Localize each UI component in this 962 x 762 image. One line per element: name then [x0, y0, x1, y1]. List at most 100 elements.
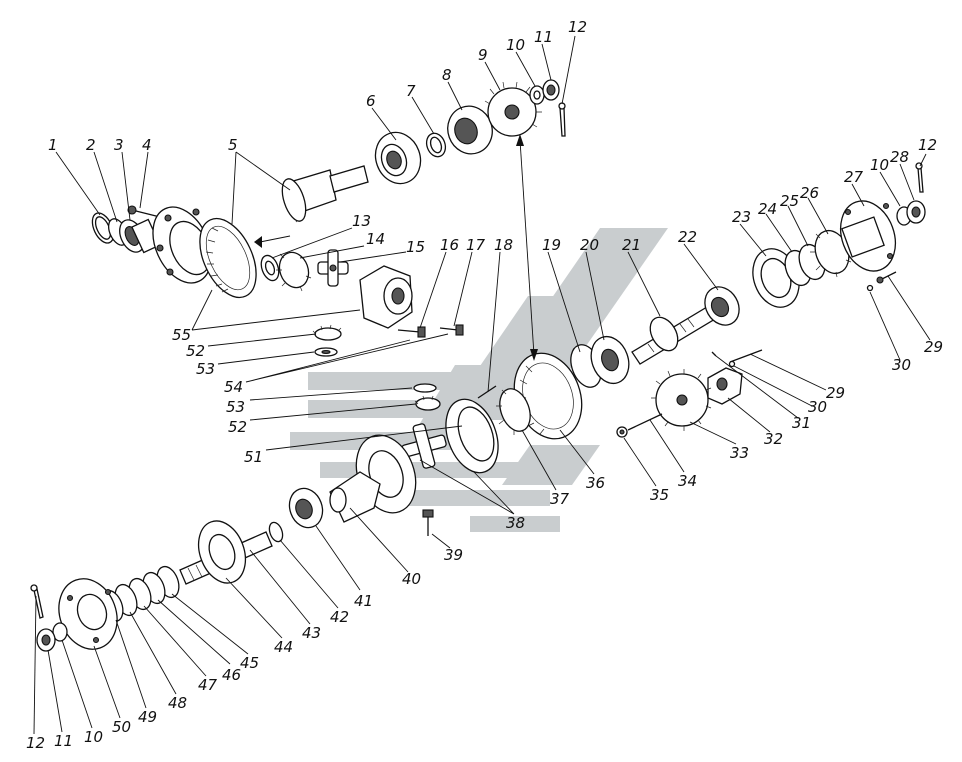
coupling-ring-51: [445, 398, 499, 474]
label-26: 26: [800, 184, 819, 202]
bearing-8: [447, 105, 493, 155]
bearing-6: [374, 131, 422, 185]
washer-53-bottom: [413, 383, 437, 393]
cotter-pin-12-bottom: [30, 584, 44, 619]
label-30-mid: 30: [808, 398, 827, 416]
label-53-top: 53: [196, 360, 215, 378]
washer-53-top: [314, 347, 338, 357]
label-35: 35: [650, 486, 669, 504]
label-30-right: 30: [892, 356, 911, 374]
bolt-4: [127, 205, 161, 218]
label-38: 38: [506, 514, 525, 532]
label-40: 40: [402, 570, 421, 588]
seal-ring-42: [268, 521, 284, 543]
label-19: 19: [542, 236, 561, 254]
label-27: 27: [844, 168, 864, 186]
differential-case-flange: [152, 206, 212, 284]
label-18: 18: [494, 236, 513, 254]
label-49: 49: [138, 708, 157, 726]
nut-11-bottom: [36, 628, 56, 652]
label-20: 20: [580, 236, 599, 254]
label-43: 43: [302, 624, 321, 642]
label-25: 25: [780, 192, 799, 210]
cotter-pin-12-top: [558, 102, 566, 137]
label-6: 6: [366, 92, 376, 110]
label-46: 46: [222, 666, 241, 684]
pin-31: [711, 351, 717, 357]
label-12-top: 12: [568, 18, 587, 36]
gear-26: [810, 229, 852, 278]
differential-group: [91, 79, 566, 411]
label-9: 9: [478, 46, 488, 64]
label-1: 1: [48, 136, 58, 154]
label-33: 33: [730, 444, 749, 462]
label-52-top: 52: [186, 342, 205, 360]
gear-9: [484, 81, 542, 137]
label-12-bottom: 12: [26, 734, 45, 752]
bolt-16: [397, 326, 426, 338]
washer-10-top: [529, 85, 545, 105]
spider-15: [317, 249, 349, 287]
label-31: 31: [792, 414, 811, 432]
nut-11-top: [542, 79, 560, 101]
label-41: 41: [354, 592, 373, 610]
bearing-41: [288, 487, 324, 529]
hub-flange-27: [839, 200, 897, 272]
label-7: 7: [406, 82, 416, 100]
alignment-arrow: [254, 134, 538, 361]
label-15: 15: [406, 238, 425, 256]
pinion-gear-52-top: [312, 324, 342, 341]
side-gear-14: [276, 251, 312, 292]
label-51: 51: [244, 448, 263, 466]
thrust-washer-13: [260, 254, 280, 282]
label-2: 2: [86, 136, 96, 154]
label-36: 36: [586, 474, 605, 492]
label-29-right: 29: [924, 338, 943, 356]
cotter-pin-12-right: [915, 162, 924, 193]
label-28: 28: [890, 148, 909, 166]
label-3: 3: [114, 136, 124, 154]
label-32: 32: [764, 430, 783, 448]
bolt-29-right: [876, 271, 897, 284]
drive-pinion-5: [281, 165, 369, 223]
snap-ring-1: [91, 212, 115, 244]
synchronizer-20: [590, 335, 630, 385]
label-39: 39: [444, 546, 463, 564]
splined-shaft-21: [631, 303, 721, 365]
right-side-group: [616, 162, 926, 438]
ring-gear-55: [199, 217, 257, 299]
label-50: 50: [112, 718, 131, 736]
label-10-top: 10: [506, 36, 525, 54]
label-44: 44: [274, 638, 293, 656]
bolt-29-mid: [729, 349, 763, 363]
bolt-17: [439, 324, 464, 336]
label-22: 22: [678, 228, 697, 246]
washer-30-mid: [728, 360, 736, 368]
label-53-bottom: 53: [226, 398, 245, 416]
label-21: 21: [622, 236, 641, 254]
transmission-group: [30, 286, 740, 652]
ring-7: [425, 132, 447, 158]
label-11-top: 11: [534, 28, 553, 46]
bolt-34: [627, 413, 663, 431]
label-13: 13: [352, 212, 371, 230]
nut-28: [906, 200, 926, 224]
hub-50: [58, 578, 118, 650]
label-34: 34: [678, 472, 697, 490]
part-number-labels: 1 2 3 4 5 6 7 8 9 10 11 12 13 14 15 16 1…: [26, 18, 943, 752]
differential-case-half: [359, 265, 413, 329]
washer-30-right: [866, 284, 874, 292]
label-5: 5: [228, 136, 238, 154]
label-10-right: 10: [870, 156, 889, 174]
nut-35: [616, 426, 628, 438]
label-42: 42: [330, 608, 349, 626]
label-8: 8: [442, 66, 452, 84]
label-23: 23: [732, 208, 751, 226]
label-37: 37: [550, 490, 570, 508]
label-29-mid: 29: [826, 384, 845, 402]
label-16: 16: [440, 236, 459, 254]
label-17: 17: [466, 236, 486, 254]
key-18: [477, 385, 497, 399]
label-12-right: 12: [918, 136, 937, 154]
